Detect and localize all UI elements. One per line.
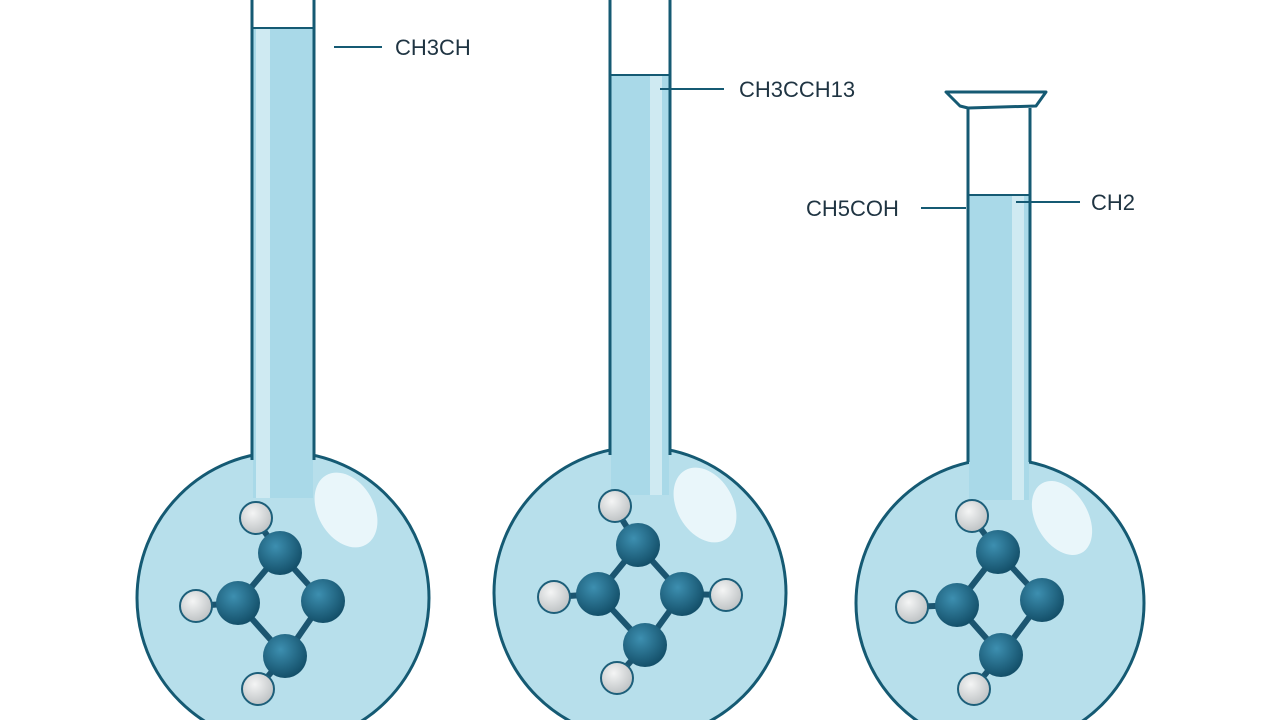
flask-right-label-left: CH5COH [806,196,899,221]
carbon-atom [660,572,704,616]
carbon-atom [623,623,667,667]
hydrogen-atom [537,580,571,614]
hydrogen-atom [598,489,632,523]
hydrogen-atom [241,672,275,706]
flask-left-label: CH3CH [395,35,471,60]
carbon-atom [616,523,660,567]
hydrogen-atom [239,501,273,535]
carbon-atom [258,531,302,575]
flask-right-label-right: CH2 [1091,190,1135,215]
hydrogen-atom [895,590,929,624]
flask-middle: CH3CCH13 [492,0,855,720]
hydrogen-atom [957,672,991,706]
flask-right: CH5COH CH2 [806,90,1146,720]
flask-middle-highlight [673,467,737,543]
carbon-atom [263,634,307,678]
hydrogen-atom [955,499,989,533]
carbon-atom [976,530,1020,574]
hydrogen-atom [600,661,634,695]
carbon-atom [979,633,1023,677]
flask-left-molecule [179,501,345,706]
carbon-atom [301,579,345,623]
carbon-atom [1020,578,1064,622]
flask-left-highlight [314,472,378,548]
flask-middle-label: CH3CCH13 [739,77,855,102]
carbon-atom [576,572,620,616]
flask-right-molecule [895,499,1064,706]
hydrogen-atom [709,578,743,612]
flask-right-highlight [1031,481,1093,555]
flask-left: CH3CH [135,0,471,720]
hydrogen-atom [179,589,213,623]
carbon-atom [935,583,979,627]
carbon-atom [216,581,260,625]
flask-right-rim [944,90,1048,110]
flask-middle-molecule [537,489,743,695]
